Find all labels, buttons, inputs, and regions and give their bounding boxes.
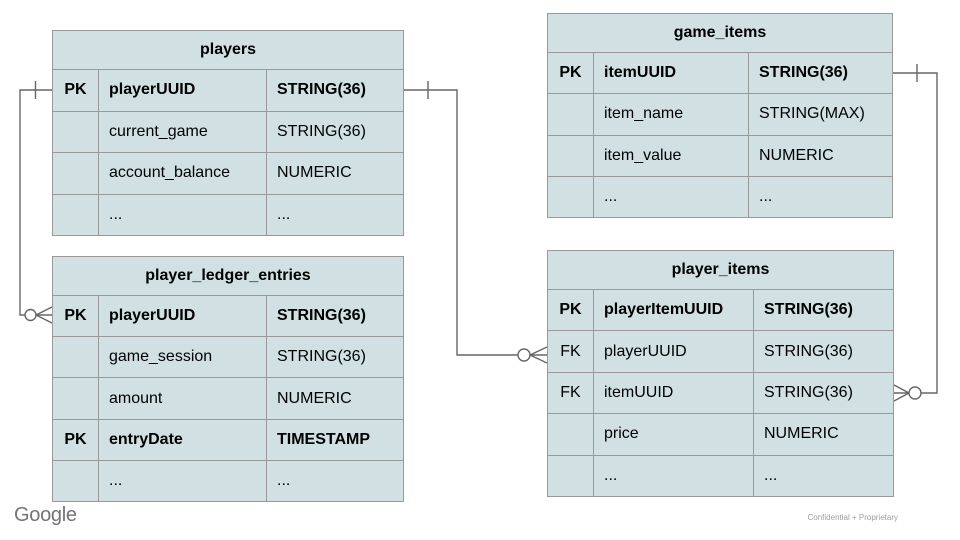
key-cell bbox=[548, 455, 594, 497]
zero-circle bbox=[908, 386, 922, 400]
column-name-cell: itemUUID bbox=[594, 53, 749, 94]
table-row: current_game STRING(36) bbox=[53, 111, 403, 153]
column-type-cell: TIMESTAMP bbox=[277, 430, 371, 448]
connector-line bbox=[404, 89, 518, 356]
table-row: PK playerUUID STRING(36) bbox=[53, 296, 403, 338]
key-cell bbox=[53, 194, 99, 235]
connector-line bbox=[893, 72, 938, 394]
column-name-cell: ... bbox=[99, 194, 267, 235]
key-cell bbox=[53, 378, 99, 419]
column-type-cell: NUMERIC bbox=[764, 425, 839, 443]
column-name-cell: ... bbox=[594, 455, 754, 497]
column-name-cell: playerUUID bbox=[594, 331, 754, 372]
column-name-cell: item_value bbox=[594, 135, 749, 176]
column-name-cell: ... bbox=[99, 460, 267, 502]
key-cell: PK bbox=[53, 296, 99, 337]
column-name-cell: entryDate bbox=[99, 419, 267, 460]
table-row: PK entryDate TIMESTAMP bbox=[53, 419, 403, 461]
table-row: ... ... bbox=[548, 176, 892, 217]
column-type-cell: ... bbox=[277, 205, 291, 223]
table-player-ledger-entries: player_ledger_entries PK playerUUID STRI… bbox=[52, 256, 404, 502]
column-name-cell: playerItemUUID bbox=[594, 290, 754, 331]
many-crowfoot-icon bbox=[893, 384, 910, 402]
table-row: ... ... bbox=[53, 460, 403, 502]
column-name-cell: itemUUID bbox=[594, 372, 754, 414]
table-row: game_session STRING(36) bbox=[53, 337, 403, 379]
table-row: PK playerItemUUID STRING(36) bbox=[548, 290, 893, 332]
column-name-cell: account_balance bbox=[99, 153, 267, 194]
column-type-cell: NUMERIC bbox=[277, 389, 352, 407]
column-name-cell: game_session bbox=[99, 337, 267, 378]
key-cell: PK bbox=[53, 419, 99, 460]
column-type-cell: ... bbox=[764, 466, 778, 484]
key-cell bbox=[548, 176, 594, 217]
column-type-cell: STRING(36) bbox=[277, 81, 366, 99]
confidential-note: Confidential + Proprietary bbox=[807, 513, 899, 522]
table-row: account_balance NUMERIC bbox=[53, 153, 403, 195]
key-cell: PK bbox=[53, 70, 99, 111]
column-type-cell: STRING(36) bbox=[764, 342, 853, 360]
key-cell: PK bbox=[548, 53, 594, 94]
connector-line bbox=[19, 89, 52, 316]
column-name-cell: ... bbox=[594, 176, 749, 217]
column-type-cell: STRING(36) bbox=[764, 384, 853, 402]
relationship-players-playeritems bbox=[404, 81, 548, 364]
column-type-cell: ... bbox=[759, 187, 773, 205]
key-cell: PK bbox=[548, 290, 594, 331]
table-row: PK itemUUID STRING(36) bbox=[548, 53, 892, 95]
many-crowfoot-icon bbox=[35, 306, 53, 324]
column-type-cell: ... bbox=[277, 471, 291, 489]
many-crowfoot-icon bbox=[529, 346, 548, 364]
column-type-cell: NUMERIC bbox=[759, 146, 834, 164]
table-row: ... ... bbox=[548, 455, 893, 497]
table-players: players PK playerUUID STRING(36) current… bbox=[52, 30, 404, 236]
table-row: FK playerUUID STRING(36) bbox=[548, 331, 893, 373]
table-row: PK playerUUID STRING(36) bbox=[53, 70, 403, 112]
table-title: players bbox=[53, 31, 403, 70]
table-row: ... ... bbox=[53, 194, 403, 235]
column-name-cell: playerUUID bbox=[99, 296, 267, 337]
table-row: item_name STRING(MAX) bbox=[548, 94, 892, 136]
table-row: price NUMERIC bbox=[548, 414, 893, 456]
key-cell bbox=[548, 94, 594, 135]
table-title: player_items bbox=[548, 251, 893, 290]
column-name-cell: item_name bbox=[594, 94, 749, 135]
key-cell: FK bbox=[548, 372, 594, 414]
relationship-players-ledger bbox=[19, 81, 53, 324]
google-logo: Google bbox=[14, 504, 77, 526]
key-cell bbox=[53, 153, 99, 194]
key-cell bbox=[53, 337, 99, 378]
column-name-cell: amount bbox=[99, 378, 267, 419]
table-row: FK itemUUID STRING(36) bbox=[548, 372, 893, 415]
column-type-cell: STRING(36) bbox=[277, 348, 366, 366]
column-type-cell: STRING(36) bbox=[759, 64, 848, 82]
column-name-cell: price bbox=[594, 414, 754, 455]
table-game-items: game_items PK itemUUID STRING(36) item_n… bbox=[547, 13, 893, 218]
key-cell: FK bbox=[548, 331, 594, 372]
column-name-cell: playerUUID bbox=[99, 70, 267, 111]
zero-circle bbox=[24, 308, 37, 322]
key-cell bbox=[548, 414, 594, 455]
key-cell bbox=[53, 111, 99, 152]
column-type-cell: STRING(36) bbox=[277, 307, 366, 325]
key-cell bbox=[53, 460, 99, 502]
table-title: player_ledger_entries bbox=[53, 257, 403, 296]
table-player-items: player_items PK playerItemUUID STRING(36… bbox=[547, 250, 894, 497]
table-row: item_value NUMERIC bbox=[548, 135, 892, 177]
column-type-cell: STRING(MAX) bbox=[759, 105, 865, 123]
column-type-cell: STRING(36) bbox=[277, 122, 366, 140]
column-type-cell: STRING(36) bbox=[764, 301, 853, 319]
key-cell bbox=[548, 135, 594, 176]
zero-circle bbox=[517, 348, 531, 362]
relationship-gameitems-playeritems bbox=[893, 64, 938, 402]
column-name-cell: current_game bbox=[99, 111, 267, 152]
table-title: game_items bbox=[548, 14, 892, 53]
column-type-cell: NUMERIC bbox=[277, 164, 352, 182]
table-row: amount NUMERIC bbox=[53, 378, 403, 420]
